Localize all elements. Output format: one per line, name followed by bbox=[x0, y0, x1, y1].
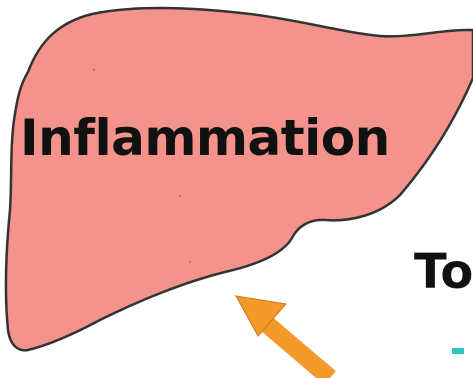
accent-dash bbox=[452, 348, 464, 354]
liver-speckle bbox=[189, 261, 191, 263]
liver-speckle bbox=[93, 69, 95, 71]
liver-speckle bbox=[179, 195, 181, 197]
arrow-up-left-icon bbox=[236, 296, 330, 378]
partial-heading-text: To bbox=[414, 244, 473, 300]
organ-label: Inflammation bbox=[20, 108, 390, 168]
